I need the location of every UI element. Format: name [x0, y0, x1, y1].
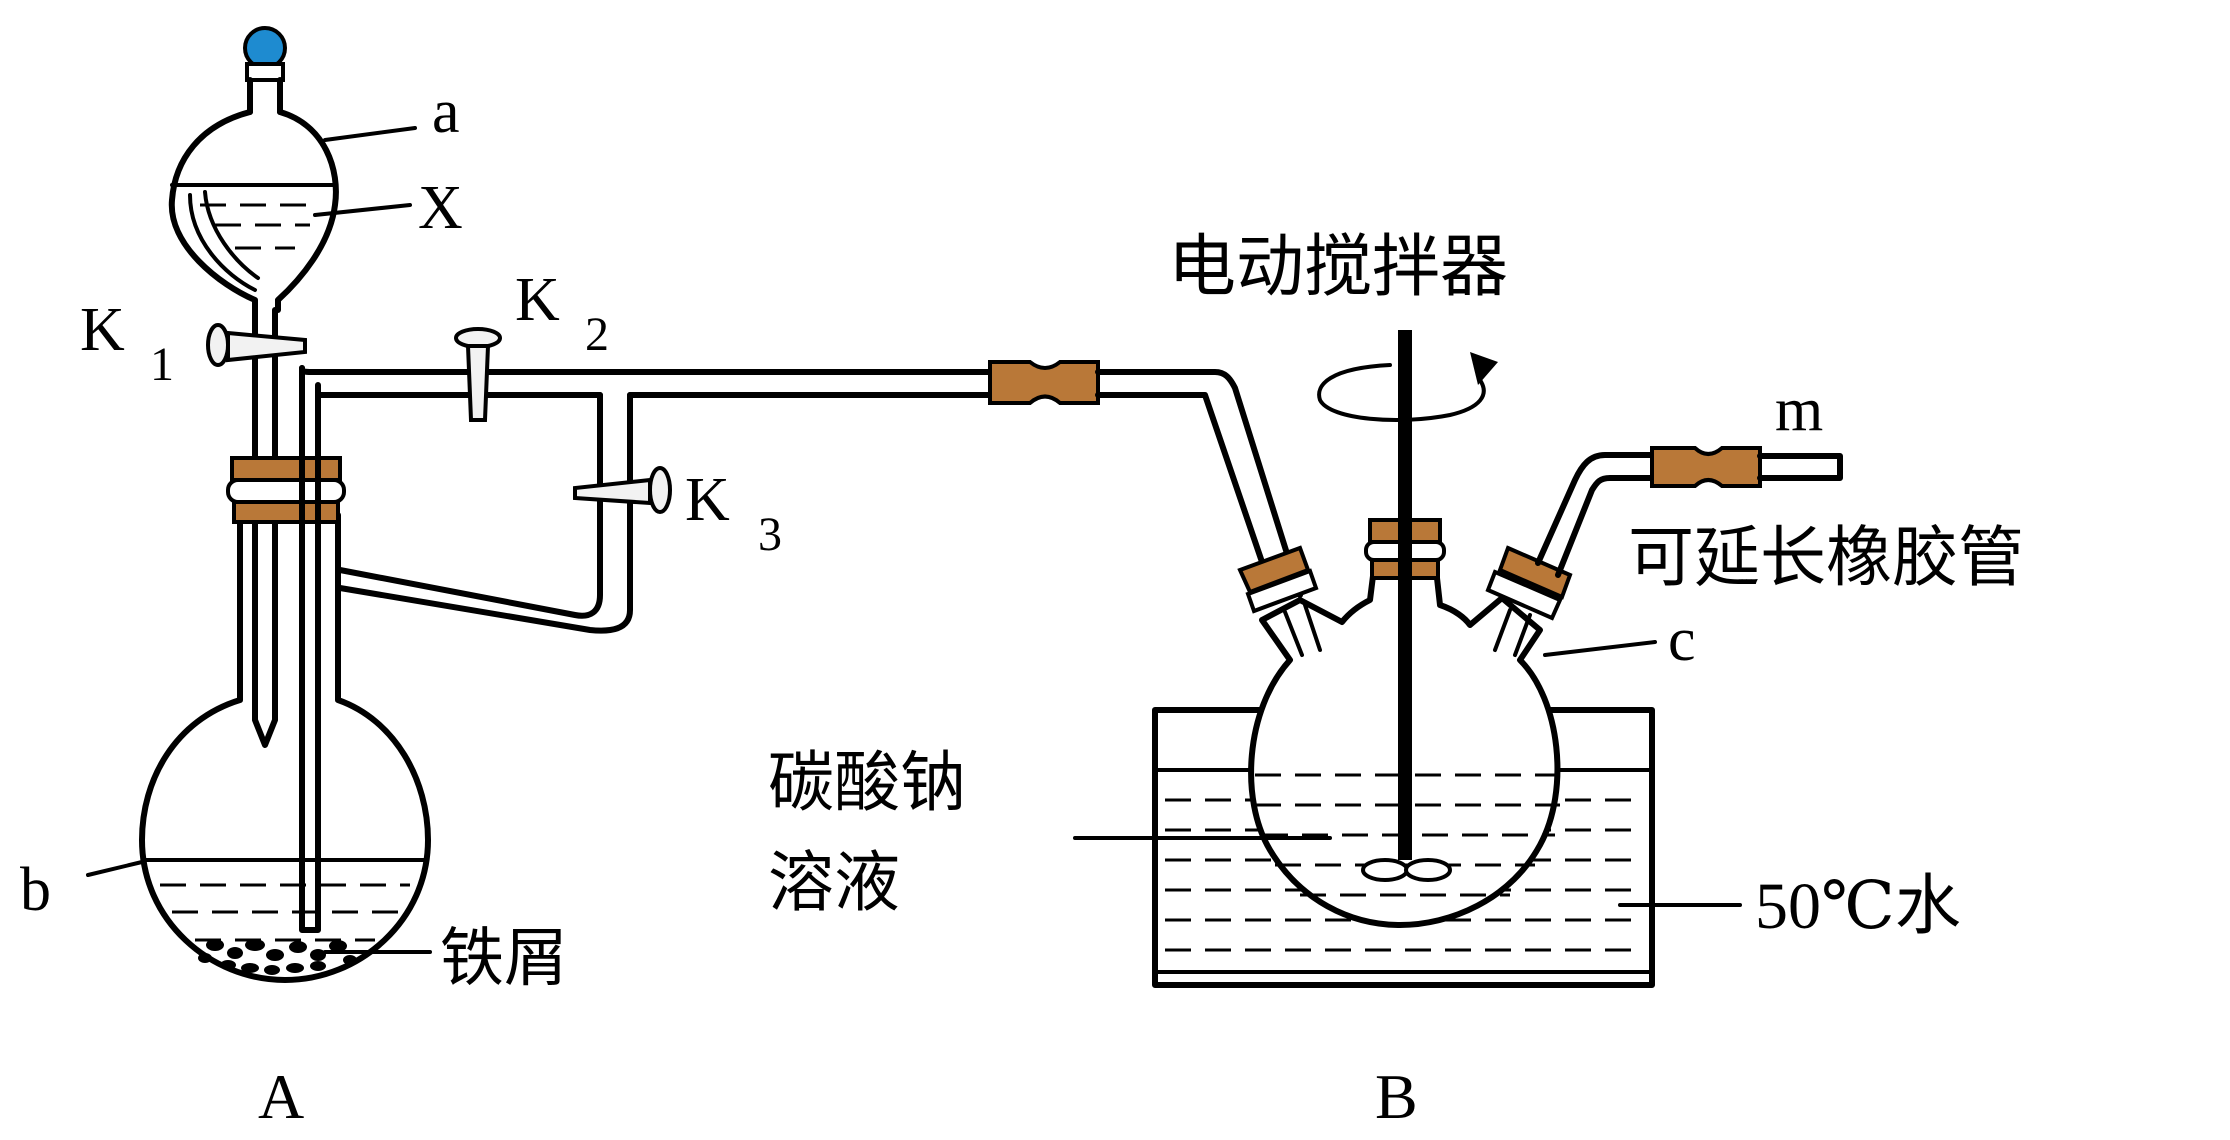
- label-a: a: [432, 78, 460, 146]
- label-apparatus-a: A: [258, 1061, 304, 1132]
- rubber-connector-1: [988, 360, 1100, 405]
- stopcock-k3: [573, 466, 672, 514]
- label-k1-sub: 1: [150, 338, 174, 391]
- stopcock-k2: [454, 327, 502, 422]
- label-electric-stirrer: 电动搅拌器: [1168, 228, 1508, 307]
- label-sodium-carbonate: 碳酸钠: [768, 744, 966, 821]
- label-k2: K: [515, 266, 560, 334]
- label-m: m: [1775, 376, 1823, 444]
- label-extendable-rubber-tube: 可延长橡胶管: [1628, 519, 2024, 596]
- label-k1: K: [80, 296, 125, 364]
- separatory-funnel-a: [168, 26, 339, 748]
- label-c: c: [1668, 606, 1696, 674]
- leader-lines: [86, 126, 1742, 954]
- label-k2-sub: 2: [585, 308, 609, 361]
- outlet-tube-m: [1535, 446, 1843, 578]
- stopcock-k1: [206, 323, 307, 367]
- label-b: b: [20, 856, 51, 924]
- label-k3: K: [685, 466, 730, 534]
- label-50c-water: 50℃水: [1755, 870, 1961, 943]
- round-flask-a: [139, 512, 431, 983]
- tubing-a-to-b: [299, 365, 1213, 933]
- label-x: X: [418, 174, 463, 242]
- label-k3-sub: 3: [758, 508, 782, 561]
- label-solution: 溶液: [768, 844, 900, 921]
- rubber-stopper-right-neck: [1485, 545, 1573, 657]
- iron-filings: [198, 939, 357, 975]
- electric-stirrer: [1317, 330, 1498, 882]
- label-apparatus-b: B: [1375, 1061, 1418, 1132]
- tubing-into-b: [1095, 369, 1303, 603]
- label-iron-filings: 铁屑: [440, 922, 568, 996]
- rubber-stopper-a: [226, 456, 346, 524]
- rubber-stopper-left-neck: [1237, 545, 1322, 657]
